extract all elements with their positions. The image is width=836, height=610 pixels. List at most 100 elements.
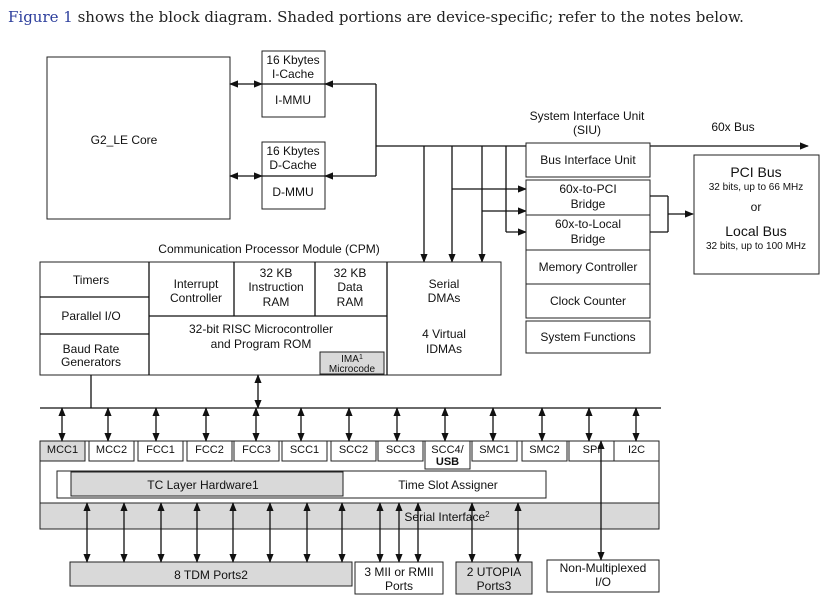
figure-link[interactable]: Figure 1 (8, 8, 73, 26)
figure-caption: Figure 1 shows the block diagram. Shaded… (8, 8, 828, 26)
ima-footnote: 1 (359, 354, 363, 361)
serial-interface-text: Serial Interface (404, 510, 485, 524)
channel-group: MCC1 MCC2 FCC1 FCC2 FCC3 SCC1 SCC2 SCC3 SCC4/USB… (39, 407, 660, 470)
dcache-label: D-Cache (269, 158, 317, 172)
mii-ports-label-1: 3 MII or RMII (364, 565, 433, 579)
siu-title: System Interface Unit (530, 109, 645, 123)
baud-rate-label-1: Baud Rate (63, 342, 120, 356)
port-arrow-group (83, 440, 605, 563)
bus-or-label: or (751, 200, 762, 214)
tc-layer-block (70, 471, 344, 497)
icache-size: 16 Kbytes (266, 53, 319, 67)
system-functions-label: System Functions (540, 330, 635, 344)
utopia-ports-label-1: 2 UTOPIA (467, 565, 521, 579)
dcache-size: 16 Kbytes (266, 144, 319, 158)
pci-bus-title: PCI Bus (730, 164, 781, 180)
pci-bridge-block (525, 179, 651, 216)
interrupt-label-2: Controller (170, 291, 222, 305)
serial-dma-label-1: Serial (429, 277, 460, 291)
timers-label: Timers (73, 273, 109, 287)
channel-label: SCC2 (339, 444, 368, 456)
channel-label: MCC1 (47, 444, 78, 456)
mii-ports-label-2: Ports (385, 579, 413, 593)
iram-label-1: 32 KB (260, 266, 293, 280)
channel-label: FCC2 (195, 444, 224, 456)
virtual-idma-label-2: IDMAs (426, 342, 462, 356)
pci-bus-sub: 32 bits, up to 66 MHz (709, 182, 804, 193)
iram-label-2: Instruction (248, 280, 303, 294)
tdm-ports-text: 8 TDM Ports (174, 568, 241, 582)
dmmu-label: D-MMU (272, 185, 313, 199)
utopia-ports-label-2: Ports3 (477, 579, 512, 593)
bus-interface-unit (525, 142, 651, 178)
cpm-block (39, 261, 502, 376)
channel-label: FCC3 (242, 444, 271, 456)
channel-label: SMC2 (529, 444, 560, 456)
tc-layer-footnote: 1 (252, 478, 259, 492)
tdm-ports-label: 8 TDM Ports2 (174, 568, 248, 582)
ima-label: IMA1 (341, 354, 363, 365)
tc-layer-label: TC Layer Hardware1 (147, 478, 259, 492)
channel-label: FCC1 (146, 444, 175, 456)
system-functions-block (525, 320, 651, 354)
immu-label: I-MMU (275, 93, 311, 107)
channel-label: MCC2 (96, 444, 127, 456)
serial-interface-label: Serial Interface2 (404, 510, 490, 524)
local-bridge-label-1: 60x-to-Local (555, 217, 621, 231)
utopia-ports-footnote: 3 (505, 579, 512, 593)
caption-text: shows the block diagram. Shaded portions… (72, 8, 744, 26)
g2le-core-label: G2_LE Core (91, 133, 158, 147)
clock-counter-label: Clock Counter (550, 294, 626, 308)
dram-label-3: RAM (337, 295, 364, 309)
nonmux-io-block (546, 559, 660, 593)
memory-controller-label: Memory Controller (539, 260, 638, 274)
serial-interface-block (39, 502, 660, 530)
local-bus-sub: 32 bits, up to 100 MHz (706, 241, 806, 252)
ima-text: IMA (341, 354, 359, 365)
risc-label-2: and Program ROM (211, 337, 312, 351)
nonmux-io-label-1: Non-Multiplexed (560, 561, 647, 575)
pci-bridge-label-2: Bridge (571, 197, 606, 211)
virtual-idma-label-1: 4 Virtual (422, 327, 466, 341)
iram-label-3: RAM (263, 295, 290, 309)
risc-label-1: 32-bit RISC Microcontroller (189, 322, 333, 336)
icache-label: I-Cache (272, 67, 314, 81)
dram-label-1: 32 KB (334, 266, 367, 280)
external-bus-block (693, 154, 820, 275)
local-bus-title: Local Bus (725, 223, 786, 239)
clock-counter-block (525, 283, 651, 319)
tc-layer-text: TC Layer Hardware (147, 478, 252, 492)
channel-label: SCC4/ (431, 444, 464, 456)
interrupt-label-1: Interrupt (174, 277, 219, 291)
serial-interface-footnote: 2 (485, 510, 490, 519)
cpm-title: Communication Processor Module (CPM) (158, 242, 379, 256)
tdm-ports-footnote: 2 (241, 568, 248, 582)
siu-title-abbr: (SIU) (573, 123, 601, 137)
utopia-ports-block (455, 561, 533, 595)
dram-label-2: Data (337, 280, 363, 294)
ima-microcode-label: Microcode (329, 364, 376, 375)
channel-label: I2C (628, 444, 645, 456)
channel-box-scc2 (330, 440, 377, 462)
nonmux-io-label-2: I/O (595, 575, 611, 589)
utopia-ports-text: Ports (477, 579, 505, 593)
channel-label: SPI (583, 444, 601, 456)
time-slot-label: Time Slot Assigner (398, 478, 498, 492)
ima-microcode-block (319, 351, 385, 375)
60x-bus-label: 60x Bus (711, 120, 754, 134)
channel-label-sub: USB (436, 456, 459, 468)
parallel-io-label: Parallel I/O (61, 309, 120, 323)
channel-label: SCC1 (290, 444, 319, 456)
channel-label: SCC3 (386, 444, 415, 456)
serial-dma-label-2: DMAs (428, 291, 461, 305)
tdm-ports-block (69, 561, 353, 587)
bus-interface-label: Bus Interface Unit (540, 153, 636, 167)
baud-rate-label-2: Generators (61, 355, 121, 369)
channel-box-fcc1 (137, 440, 184, 462)
local-bridge-block (525, 214, 651, 251)
channel-label: SMC1 (479, 444, 510, 456)
pci-bridge-label-1: 60x-to-PCI (559, 182, 616, 196)
g2le-core-block (46, 56, 231, 220)
local-bridge-label-2: Bridge (571, 232, 606, 246)
